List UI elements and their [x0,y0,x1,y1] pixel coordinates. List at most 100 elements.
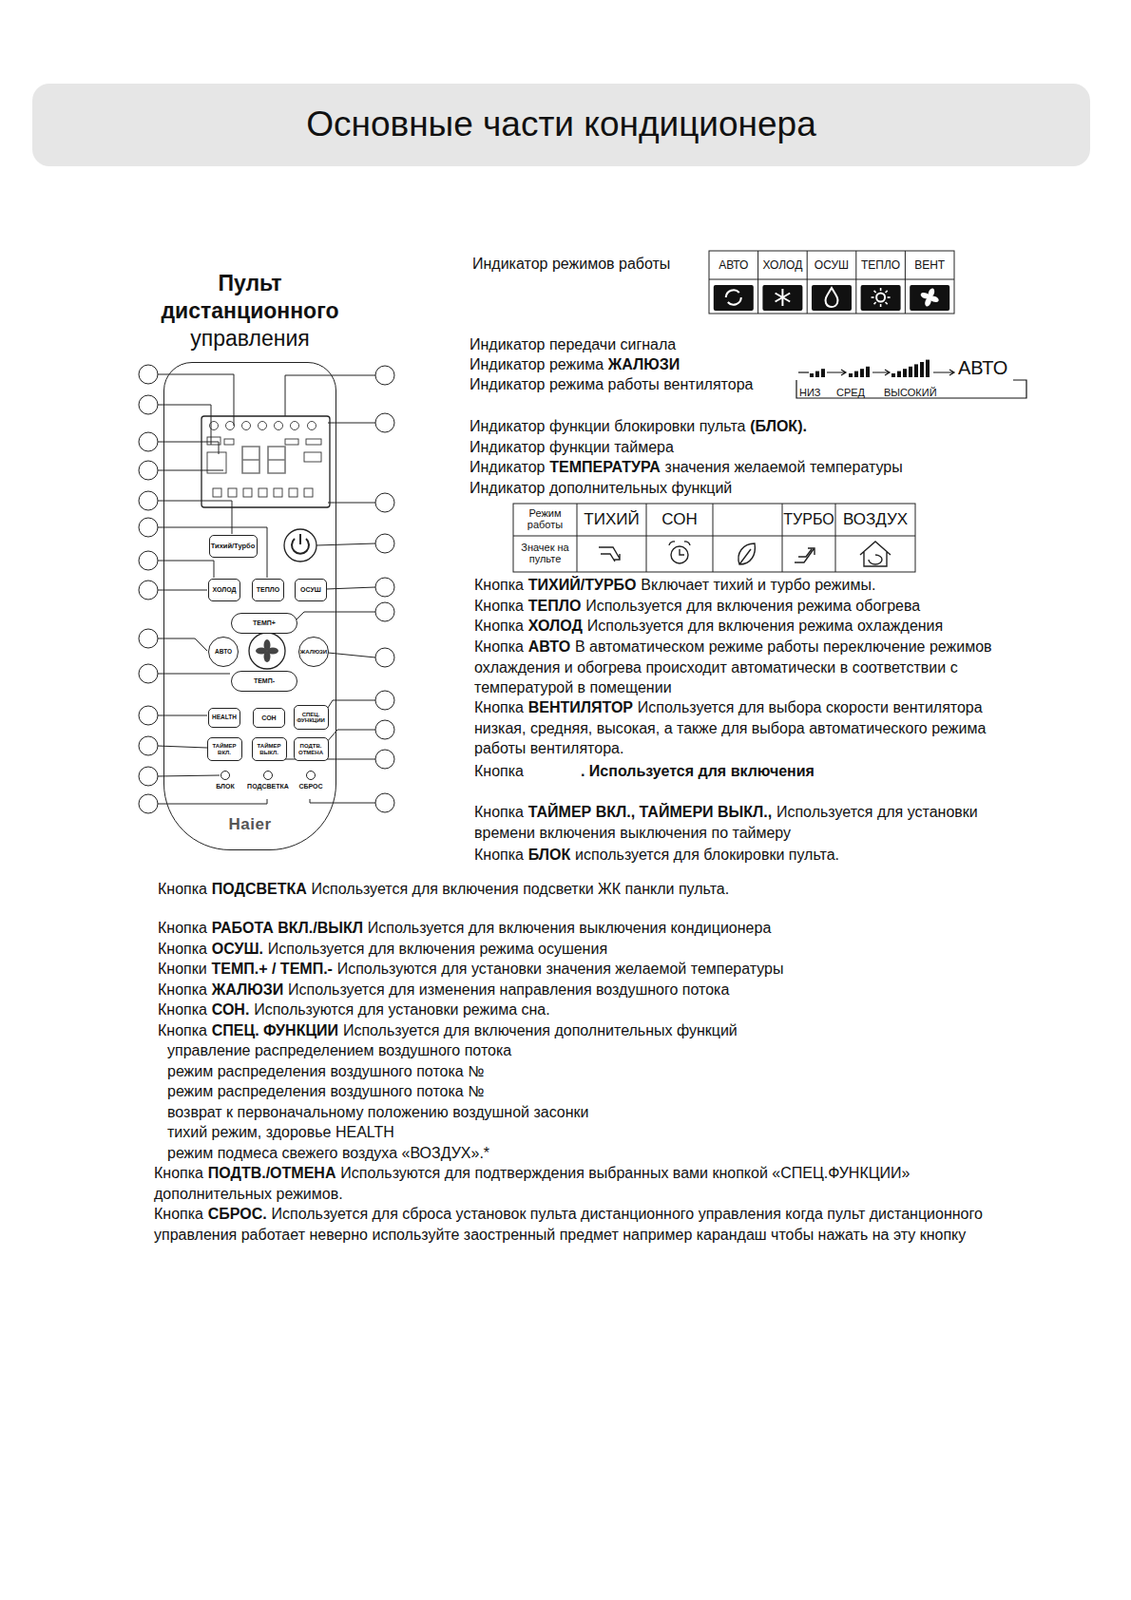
table-cell: ВЕНТ [904,251,955,279]
label-text: используется для блокировки пульта. [575,846,840,863]
arrow [872,369,890,376]
fan-speed-bar [914,364,919,378]
button-label: БЛОК [196,783,254,790]
snowflake-icon [775,293,791,303]
mode-table-rule [709,279,955,281]
mode-button: ОСУШ [294,578,327,602]
text-line: КнопкаСБРОС.Используется для сброса уста… [153,1204,1010,1246]
label-text: АВТО [958,357,1008,379]
title-text: Основные части кондиционера [306,106,817,144]
button-label: СПЕЦ. ФУНКЦИИ [294,711,328,725]
leader-line [327,502,376,504]
text-line: КнопкаВЕНТИЛЯТОРИспользуется для выбора … [474,697,1007,760]
leader-line [327,652,376,658]
callout-circle [375,413,395,433]
bold-term: ЖАЛЮЗИ [211,981,284,998]
button-circle [306,770,316,781]
label-text: Кнопка [153,1206,204,1223]
mode-icon-box [762,285,803,311]
fan-button [249,632,286,670]
button-label: ТАЙМЕР ВКЛ. [208,743,242,756]
bold-term: СБРОС. [208,1206,268,1223]
callout-circle [375,720,395,740]
callout-circle [138,364,158,384]
label-text: Кнопка [157,1001,208,1018]
label-text: Используется для сброса установок пульта… [153,1206,983,1244]
bold-term: ВЕНТИЛЯТОР [528,699,633,716]
arrow [826,369,846,376]
label-text: Кнопка [157,920,208,937]
text-line: Индикатор режима работы вентилятора [469,374,753,396]
label-text: Кнопка [474,597,524,614]
fan-speed-bar [920,362,924,378]
leader-line [325,587,376,590]
bold-term: ХОЛОД [528,617,583,634]
arrow [798,371,809,373]
callout-circle [375,690,395,710]
text-line: Индикатор функции таймера [469,437,674,459]
bold-term: АВТО [528,638,571,655]
button-circle [220,770,231,781]
mode-icon-box [811,285,852,311]
function-table-rule [782,503,784,573]
text-line: КнопкаБЛОКиспользуется для блокировки пу… [474,844,1016,866]
table-cell: ВОЗДУХ [835,504,916,536]
text-line: возврат к первоначальному положению возд… [167,1102,590,1124]
fan-speed-bar [848,373,853,378]
label-text: Индикатор режима [469,356,604,373]
label-text: ВЫСОКИЙ [883,386,938,399]
temp-button: ТЕМП- [230,670,298,692]
text-line: СРЕД [836,383,865,404]
label-text: режим распределения воздушного потока № [167,1063,484,1080]
lcd-segment [224,439,234,445]
button-label: ТЕМП- [253,677,275,685]
text-line: КнопкаАВТОВ автоматическом режиме работы… [474,636,1007,699]
snowflake-icon [775,293,791,303]
callout-circle [138,491,158,511]
text-line: КнопкаПОДСВЕТКАИспользуется для включени… [157,879,1042,901]
leader-line [157,715,208,717]
function-table-rule [646,503,648,573]
label-text: СОН [661,511,697,529]
timer-button: ТАЙМЕР ВКЛ. [207,737,243,762]
callout-circle [375,493,395,513]
text-line: КнопкаЖАЛЮЗИИспользуется для изменения н… [157,979,1042,1001]
label-text: Кнопка [153,1165,204,1182]
bold-term: СПЕЦ. ФУНКЦИИ [211,1022,339,1039]
quiet-icon [598,547,620,562]
bold-term: ОСУШ. [211,940,264,958]
leader-line [157,441,219,455]
label-text: Используются для установки режима сна. [253,1001,551,1018]
mode-table-rule [806,250,808,314]
lcd-digit [242,446,260,474]
label-text: Кнопка [157,981,208,998]
table-cell: ТИХИЙ [576,504,647,536]
button-label: HEALTH [211,714,237,722]
button-label: Тихий/Турбо [210,542,256,551]
label-text: Кнопка [474,617,524,634]
callout-circle [138,794,158,814]
fan-speed-bar [860,368,864,378]
mode-button: Тихий/Турбо [209,535,258,558]
label-text: Используются для установки значения жела… [337,960,785,978]
function-table-rule [835,503,837,573]
callout-circle [375,602,395,622]
text-line: КнопкаТЕПЛОИспользуется для включения ре… [474,595,1016,617]
label-text: ХОЛОД [762,259,803,272]
bold-term: ЖАЛЮЗИ [608,356,680,373]
callout-circle [138,766,158,786]
text-line: Кнопка. Используется для включения [474,761,1016,783]
bold-term: БЛОК [528,846,572,863]
lcd-icon [307,421,317,431]
function-button: СОН [252,708,286,729]
bold-term: . Используется для включения [580,763,815,780]
lcd-segment [306,439,322,445]
lcd-icon [288,488,298,498]
drop-icon [824,287,838,307]
callout-circle [375,648,395,668]
mode-button: ХОЛОД [208,578,241,602]
bold-term: СОН. [211,1001,250,1018]
label-text: Используется для изменения направления в… [287,981,729,998]
bold-term: ПОДСВЕТКА [211,881,307,898]
sleep-icon-bells [669,541,691,556]
